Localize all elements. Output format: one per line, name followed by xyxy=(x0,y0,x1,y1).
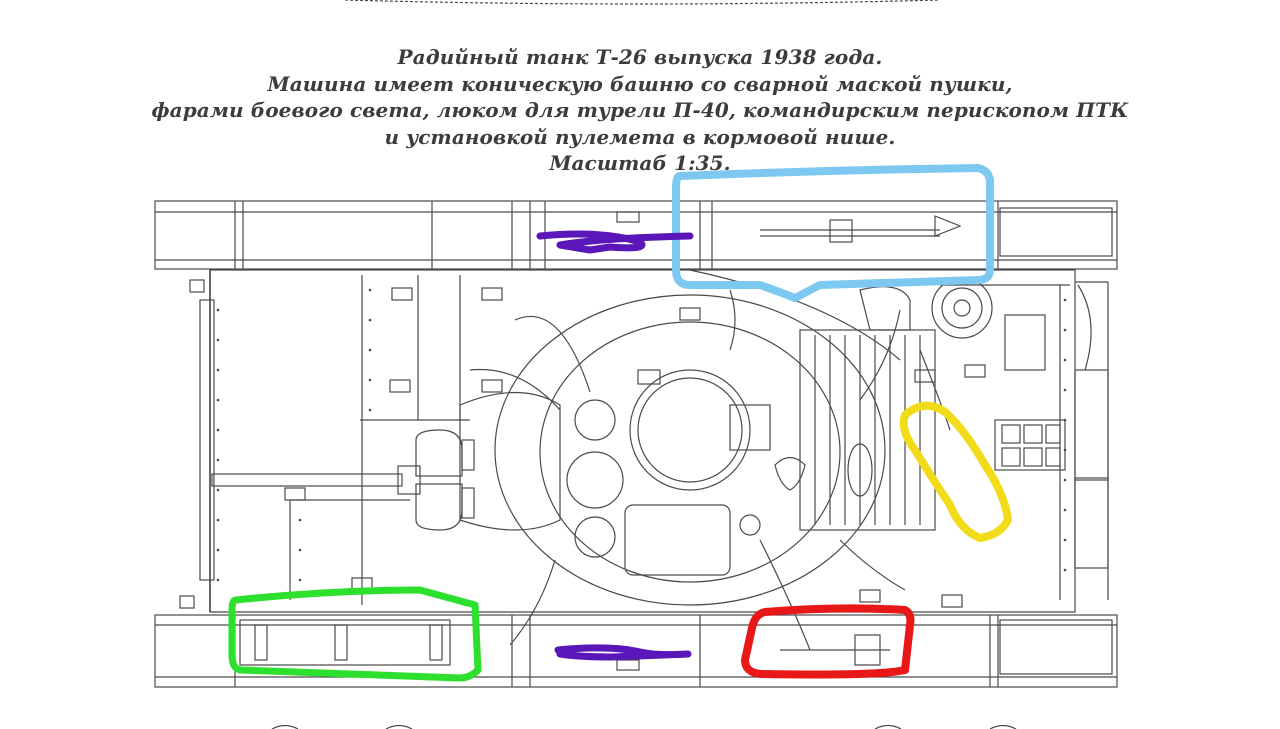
engine-grille xyxy=(799,329,936,531)
previous-drawing-edge xyxy=(344,0,941,5)
light-blue-outline xyxy=(672,164,994,302)
gun-barrel xyxy=(211,465,421,495)
caption-line-5: Масштаб 1:35. xyxy=(549,151,731,175)
fender-details xyxy=(239,211,962,671)
hinges xyxy=(179,279,986,609)
caption-line-2: Машина имеет коническую башню со сварной… xyxy=(267,71,1013,96)
upper-fender xyxy=(154,200,1118,270)
purple-mark-top xyxy=(536,230,694,254)
rear-box xyxy=(994,314,1066,471)
green-outline xyxy=(228,586,482,682)
next-drawing-edge xyxy=(271,724,1017,729)
yellow-outline xyxy=(899,401,1012,542)
caption-line-3: фарами боевого света, люком для турели П… xyxy=(151,98,1129,122)
red-outline xyxy=(741,604,915,679)
drawing-caption: Радийный танк Т-26 выпуска 1938 года. Ма… xyxy=(0,44,1280,177)
purple-mark-bottom xyxy=(554,644,692,661)
turret-rails xyxy=(469,269,951,651)
caption-line-1: Радийный танк Т-26 выпуска 1938 года. xyxy=(397,45,883,69)
turret xyxy=(459,294,886,606)
rivet-rows xyxy=(216,288,1067,582)
lower-fender xyxy=(154,614,1118,688)
combat-headlights xyxy=(415,429,475,531)
hull-outline xyxy=(199,269,1109,613)
caption-line-4: и установкой пулемета в кормовой нише. xyxy=(384,124,896,149)
